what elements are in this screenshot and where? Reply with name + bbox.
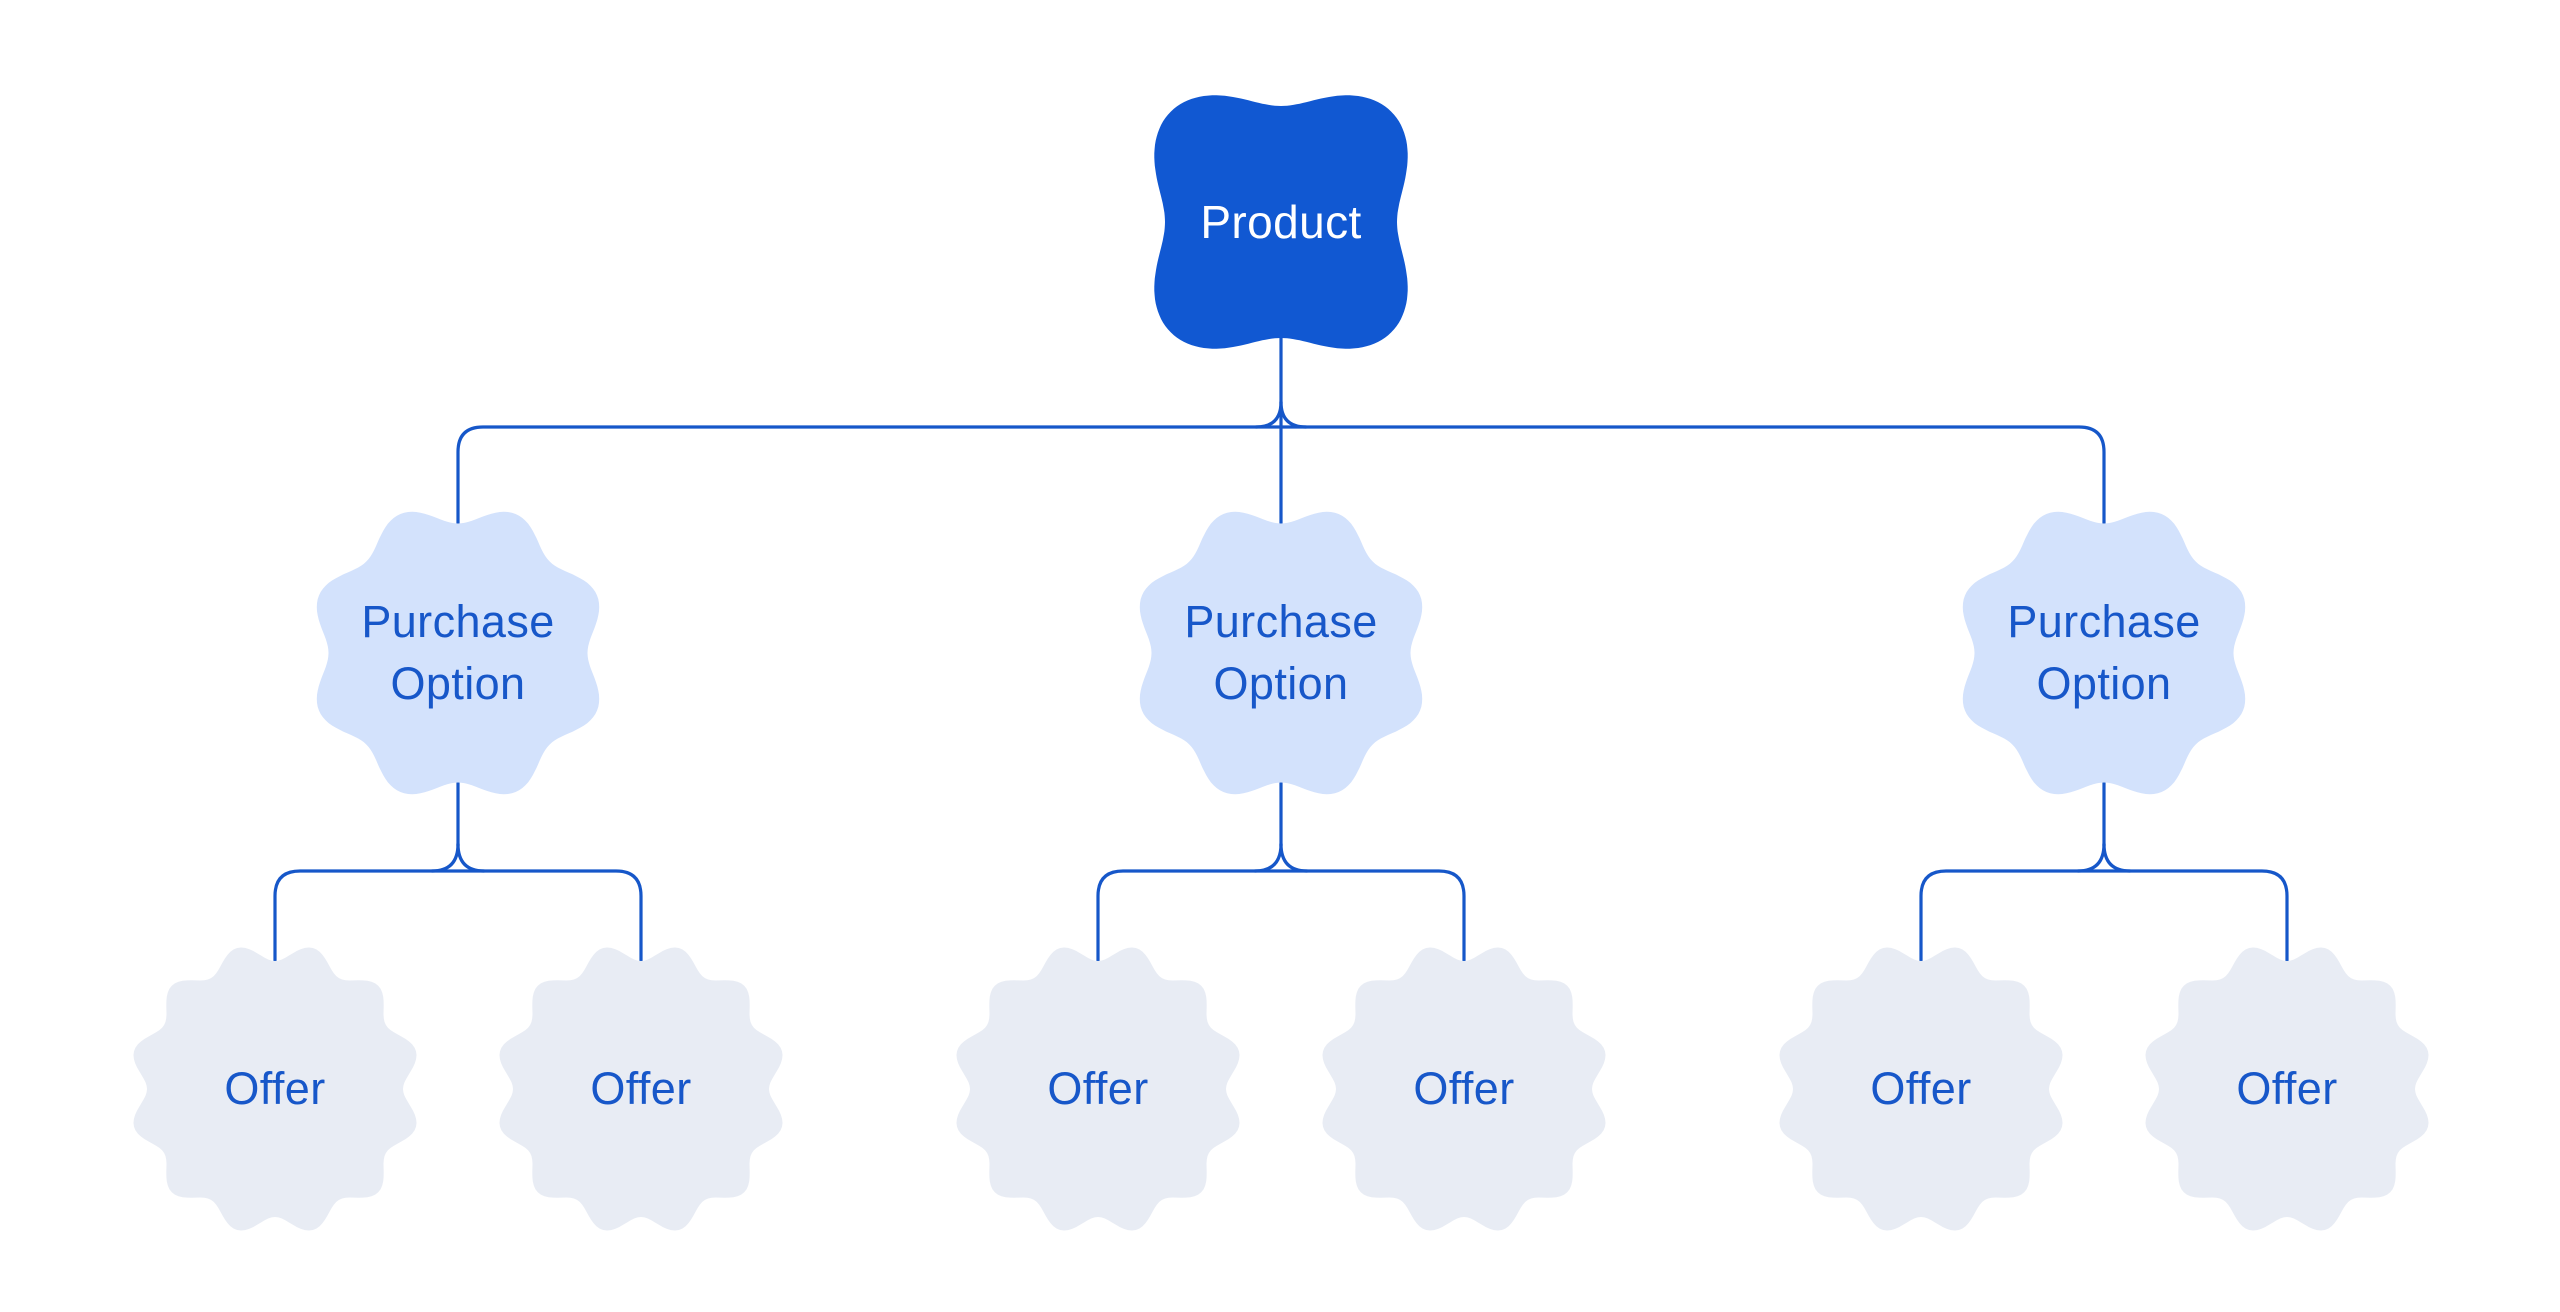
offer-2b-label: Offer [1413, 1063, 1515, 1114]
connector-po2-flare-right [1279, 842, 1309, 873]
offer-2b-blob [1322, 947, 1606, 1231]
connector-po1-flare-left [430, 842, 460, 873]
product-node-blob [1154, 95, 1408, 349]
offer-1a-blob [133, 947, 417, 1231]
purchase-option-3-blob [1962, 511, 2246, 795]
connector-po1-flare-right [456, 842, 486, 873]
offer-2a-label: Offer [1047, 1063, 1149, 1114]
product-node-label: Product [1200, 196, 1362, 248]
purchase-option-3-label: Purchase Option [2007, 596, 2201, 709]
offer-3b-blob [2145, 947, 2429, 1231]
connector-po2-flare-left [1253, 842, 1283, 873]
offer-2a-blob [956, 947, 1240, 1231]
connector-level1-horizontal [456, 425, 2106, 530]
connector-lines [273, 322, 2289, 966]
purchase-option-1-blob [316, 511, 600, 795]
purchase-option-2-label: Purchase Option [1184, 596, 1378, 709]
offer-1a-label: Offer [224, 1063, 326, 1114]
purchase-option-2-blob [1139, 511, 1423, 795]
connector-level1-fillet-right [1279, 400, 1308, 429]
connector-po3-horizontal [1919, 869, 2289, 966]
connector-po1-horizontal [273, 869, 643, 966]
offer-3a-label: Offer [1870, 1063, 1972, 1114]
connector-po2-horizontal [1096, 869, 1466, 966]
purchase-option-1-label: Purchase Option [361, 596, 555, 709]
offer-3a-blob [1779, 947, 2063, 1231]
connector-level1-fillet-left [1254, 400, 1283, 429]
connector-po3-flare-left [2076, 842, 2106, 873]
offer-3b-label: Offer [2236, 1063, 2338, 1114]
offer-1b-label: Offer [590, 1063, 692, 1114]
connector-po3-flare-right [2102, 842, 2132, 873]
node-blobs [133, 95, 2429, 1231]
offer-1b-blob [499, 947, 783, 1231]
